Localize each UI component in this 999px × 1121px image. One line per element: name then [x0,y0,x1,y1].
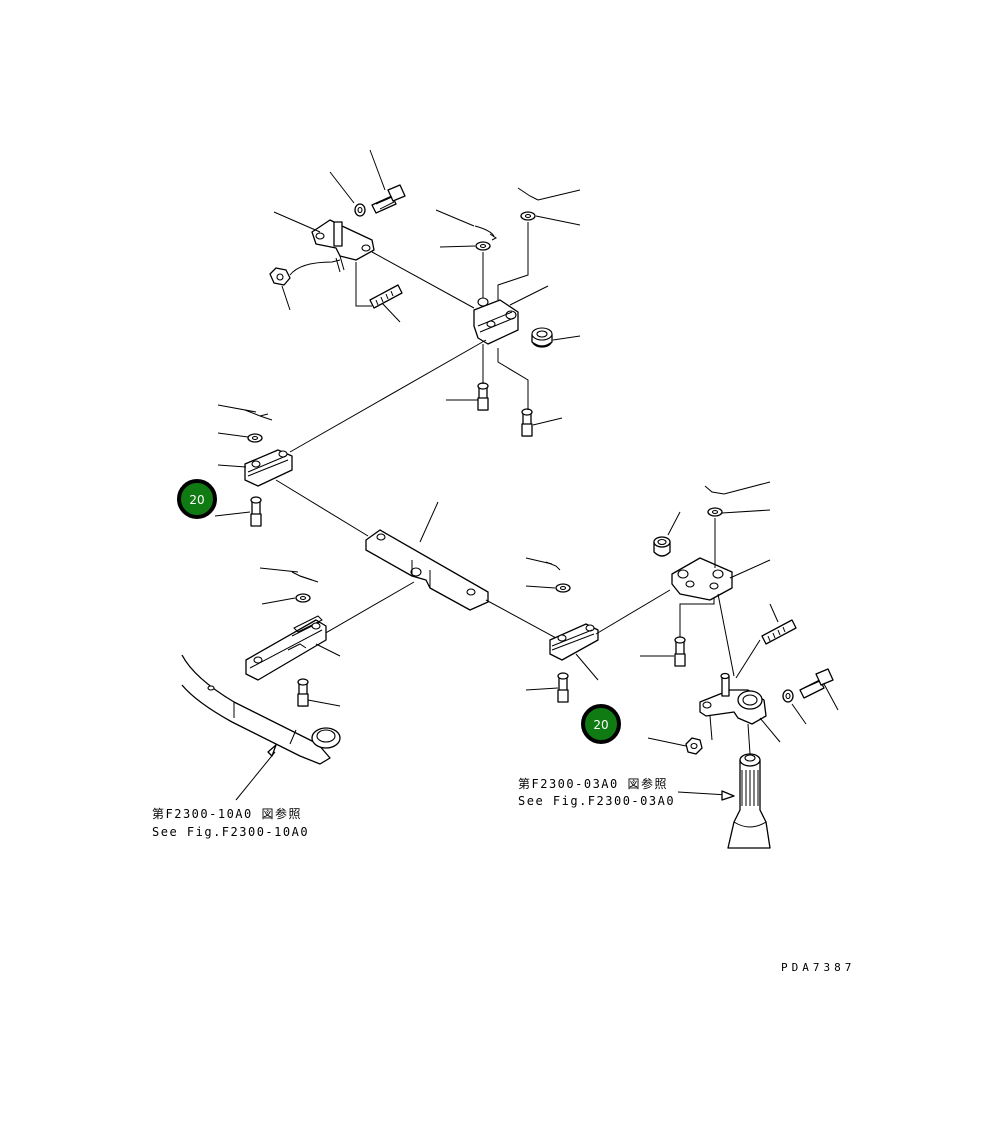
clevis-right-mid [549,623,599,661]
pin-left [250,496,262,527]
pin-right-mid [557,672,569,703]
marker-label: 20 [593,718,608,732]
steering-arm [181,654,341,765]
ref-right-jp: 第F2300-03A0 図参照 [518,776,668,791]
bolt-top [371,184,406,214]
stud-top [369,284,403,309]
marker-20-left[interactable]: 20 [177,479,217,519]
right-mid-group [525,557,671,703]
top-bellcrank-group [269,149,581,437]
bushing-right [653,536,671,557]
pin-top-b [521,408,533,437]
left-clevis-group [214,339,487,527]
right-lower-group [647,603,839,849]
nut-top [269,267,291,286]
ref-right-en: See Fig.F2300-03A0 [518,794,675,808]
marker-label: 20 [189,493,204,507]
center-lever [365,529,489,611]
bellcrank-top [311,219,375,273]
clevis-left [244,449,293,487]
clevis-bracket-right [671,557,733,601]
bolt-right [799,668,834,699]
pin-right-upper [674,636,686,667]
clevis-bracket-top [473,297,519,345]
slotted-link-left [245,615,327,681]
center-lever-group [275,479,557,643]
drawing-code: PDA7387 [781,961,855,974]
right-upper-group [640,481,771,677]
left-lower-group [181,567,341,801]
steering-shaft [727,723,771,849]
stud-right [761,619,797,645]
nut-right [685,737,703,755]
bushing-top [531,327,553,348]
ref-left-jp: 第F2300-10A0 図参照 [152,806,302,821]
pin-top-a [477,382,489,411]
marker-circle[interactable] [177,479,217,519]
marker-20-right[interactable]: 20 [581,704,621,744]
marker-circle[interactable] [581,704,621,744]
bellcrank-right [699,672,767,725]
ref-left-en: See Fig.F2300-10A0 [152,825,309,839]
pin-left-lower [297,678,309,707]
